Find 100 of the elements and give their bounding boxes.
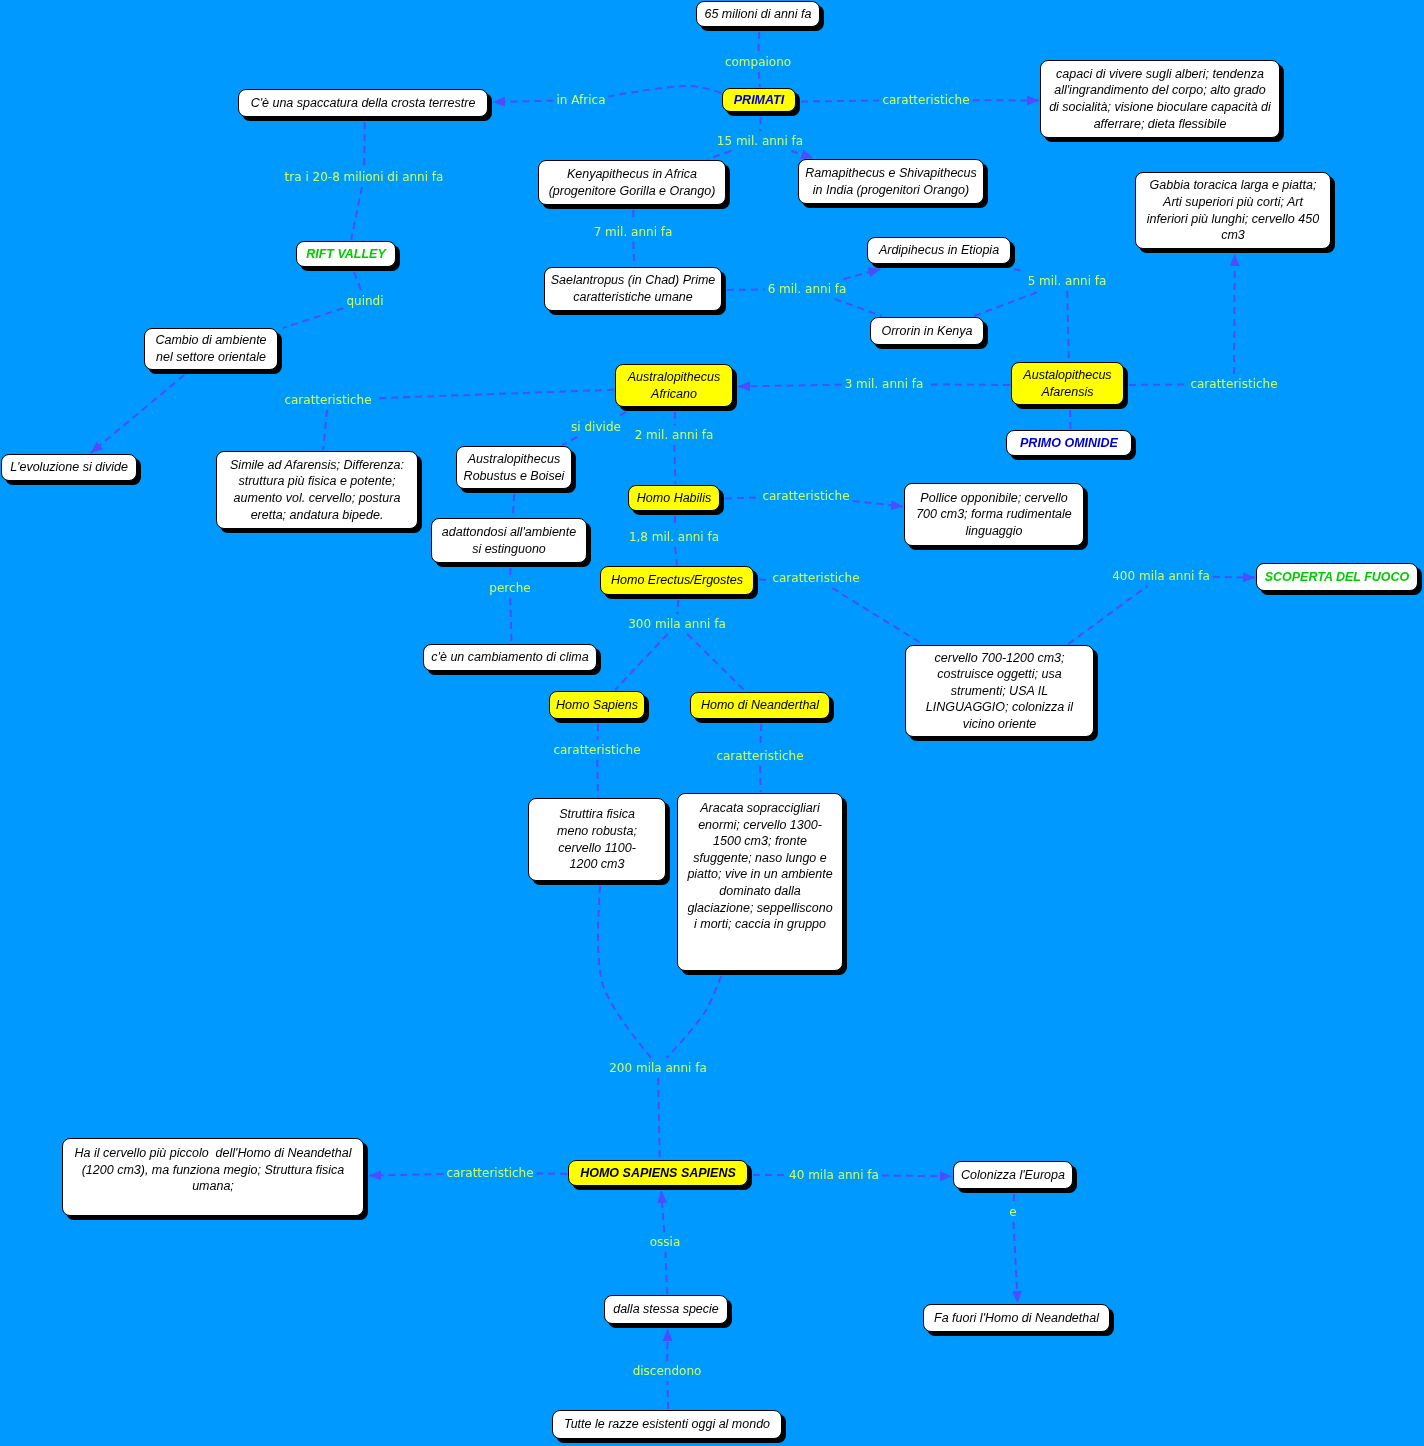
concept-box	[431, 518, 591, 567]
linking-phrase: 200 mila anni fa	[609, 1061, 707, 1075]
arrow	[971, 95, 1040, 106]
concept-box	[870, 317, 988, 349]
concept-box	[690, 692, 834, 723]
concept-box	[600, 566, 758, 599]
connector-line	[800, 99, 881, 103]
arrow	[851, 500, 904, 511]
linking-phrase: caratteristiche	[284, 393, 372, 407]
linking-phrase: caratteristiche	[762, 489, 850, 503]
concept-label: Gabbia toracica larga e piatta; Arti superiori più corti; Art inferiori più lunghi; cervello 450 cm3	[1145, 177, 1321, 244]
concept-label: Orrorin in Kenya	[881, 322, 973, 340]
connector-line	[757, 31, 761, 53]
linking-phrase: 6 mil. anni fa	[767, 282, 847, 296]
linking-phrase: compaiono	[724, 55, 792, 69]
concept-box	[552, 1410, 786, 1443]
concept-label: Cambio di ambiente nel settore orientale	[154, 332, 268, 366]
concept-label: Homo di Neanderthal	[700, 697, 820, 714]
concept-box	[604, 1295, 732, 1328]
linking-phrase: caratteristiche	[716, 749, 804, 763]
concept-box	[1135, 172, 1335, 253]
linking-phrase: tra i 20-8 milioni di anni fa	[284, 170, 444, 184]
concept-label: Colonizza l'Europa	[961, 1166, 1065, 1184]
concept-label: Austalopithecus Afarensis	[1022, 366, 1113, 401]
connector-line	[673, 411, 676, 426]
concept-box	[423, 644, 601, 675]
connector-line	[673, 444, 677, 485]
arrow	[737, 381, 843, 392]
connector-line	[666, 1380, 670, 1410]
connector-line	[757, 71, 761, 88]
linking-phrase: caratteristiche	[882, 93, 970, 107]
concept-box	[904, 483, 1088, 550]
concept-label: Aracata sopraccigliari enormi; cervello 1300-1500 cm3; fronte sfuggente; naso lungo e piatto; vive in un ambiente dominato dalla glaciazione; seppelliscono i morti; caccia in gruppo	[686, 800, 834, 933]
concept-label: Ha il cervello più piccolo dell'Homo di Neandethal (1200 cm3), ma funziona megio; Struttura fisica umana;	[73, 1145, 353, 1195]
concept-box	[296, 241, 400, 271]
concept-box	[628, 485, 724, 515]
connector-line	[686, 633, 747, 692]
arrow	[790, 149, 815, 160]
linking-phrase: caratteristiche	[772, 571, 860, 585]
concept-label: Homo Habilis	[636, 489, 712, 507]
connector-line	[596, 759, 600, 798]
concept-label: HOMO SAPIENS SAPIENS	[580, 1164, 736, 1182]
concept-box	[144, 328, 282, 374]
connector-line	[322, 409, 328, 451]
concept-box	[1011, 362, 1128, 409]
linking-phrase: discendono	[632, 1364, 702, 1378]
connector-line	[1012, 1193, 1016, 1203]
concept-label: Ardipihecus in Etiopia	[878, 242, 1000, 259]
connector-line	[676, 599, 680, 615]
concept-box	[696, 1, 824, 31]
concept-box	[62, 1138, 368, 1220]
concept-box	[905, 645, 1098, 741]
concept-box	[568, 1160, 752, 1190]
concept-box	[238, 89, 492, 121]
linking-phrase: 7 mil. anni fa	[593, 225, 673, 239]
connector-line	[833, 298, 883, 317]
concept-label: capaci di vivere sugli alberi; tendenza all'ingrandimento del corpo; alto grado di socialità; visione bioculare capacità di afferrare; dieta flessibile	[1049, 65, 1271, 133]
connector-line	[706, 150, 733, 160]
concept-label: Homo Sapiens	[556, 696, 638, 714]
linking-phrase: in Africa	[556, 93, 606, 107]
concept-box	[1006, 430, 1136, 460]
concept-label: c'è un cambiamento di clima	[431, 649, 589, 666]
concept-box	[1040, 60, 1284, 142]
arrow	[842, 267, 882, 280]
linking-phrase: 3 mil. anni fa	[844, 377, 924, 391]
concept-label: SCOPERTA DEL FUOCO	[1264, 568, 1410, 586]
concept-label: Ramapithecus e Shivapithecus in India (progenitori Orango)	[804, 164, 978, 199]
arrow	[1229, 253, 1240, 375]
concept-label: adattondosi all'ambiente si estinguono	[440, 523, 578, 558]
connector-line	[614, 633, 669, 691]
concept-label: Simile ad Afarensis; Differenza: struttura più fisica e potente; aumento vol. cervello; postura eretta; andatura bipede.	[229, 456, 405, 524]
connector-line	[607, 85, 722, 98]
concept-label: Struttira fisica meno robusta; cervello 1100-1200 cm3	[556, 806, 638, 873]
connector-line	[353, 271, 363, 292]
linking-phrase: e	[1009, 1205, 1017, 1219]
connector-line	[282, 307, 345, 329]
linking-phrase: ossia	[649, 1235, 681, 1249]
linking-phrase: 300 mila anni fa	[628, 617, 726, 631]
connector-line	[1069, 409, 1072, 430]
linking-phrase: caratteristiche	[446, 1166, 534, 1180]
connector-line	[597, 885, 653, 1059]
connector-line	[363, 121, 366, 168]
linking-phrase: caratteristiche	[553, 743, 641, 757]
linking-phrase: 400 mila anni fa	[1112, 569, 1210, 583]
connector-line	[759, 116, 762, 132]
arrow	[1012, 1221, 1022, 1304]
concept-box	[216, 451, 422, 533]
concept-box	[923, 1304, 1114, 1336]
concept-label: Fa fuori l'Homo di Neandethal	[934, 1309, 1099, 1327]
concept-label: Australopithecus Africano	[626, 368, 722, 403]
connector-line	[350, 186, 363, 241]
concept-label: RIFT VALLEY	[306, 245, 386, 263]
concept-box	[677, 793, 847, 975]
arrow	[368, 1170, 445, 1181]
concept-box	[1, 454, 141, 485]
concept-box	[549, 691, 649, 723]
linking-phrase: 15 mil. anni fa	[716, 134, 804, 148]
concept-box	[722, 88, 800, 116]
concept-label: PRIMO OMINIDE	[1020, 434, 1118, 452]
concept-box	[953, 1161, 1077, 1193]
